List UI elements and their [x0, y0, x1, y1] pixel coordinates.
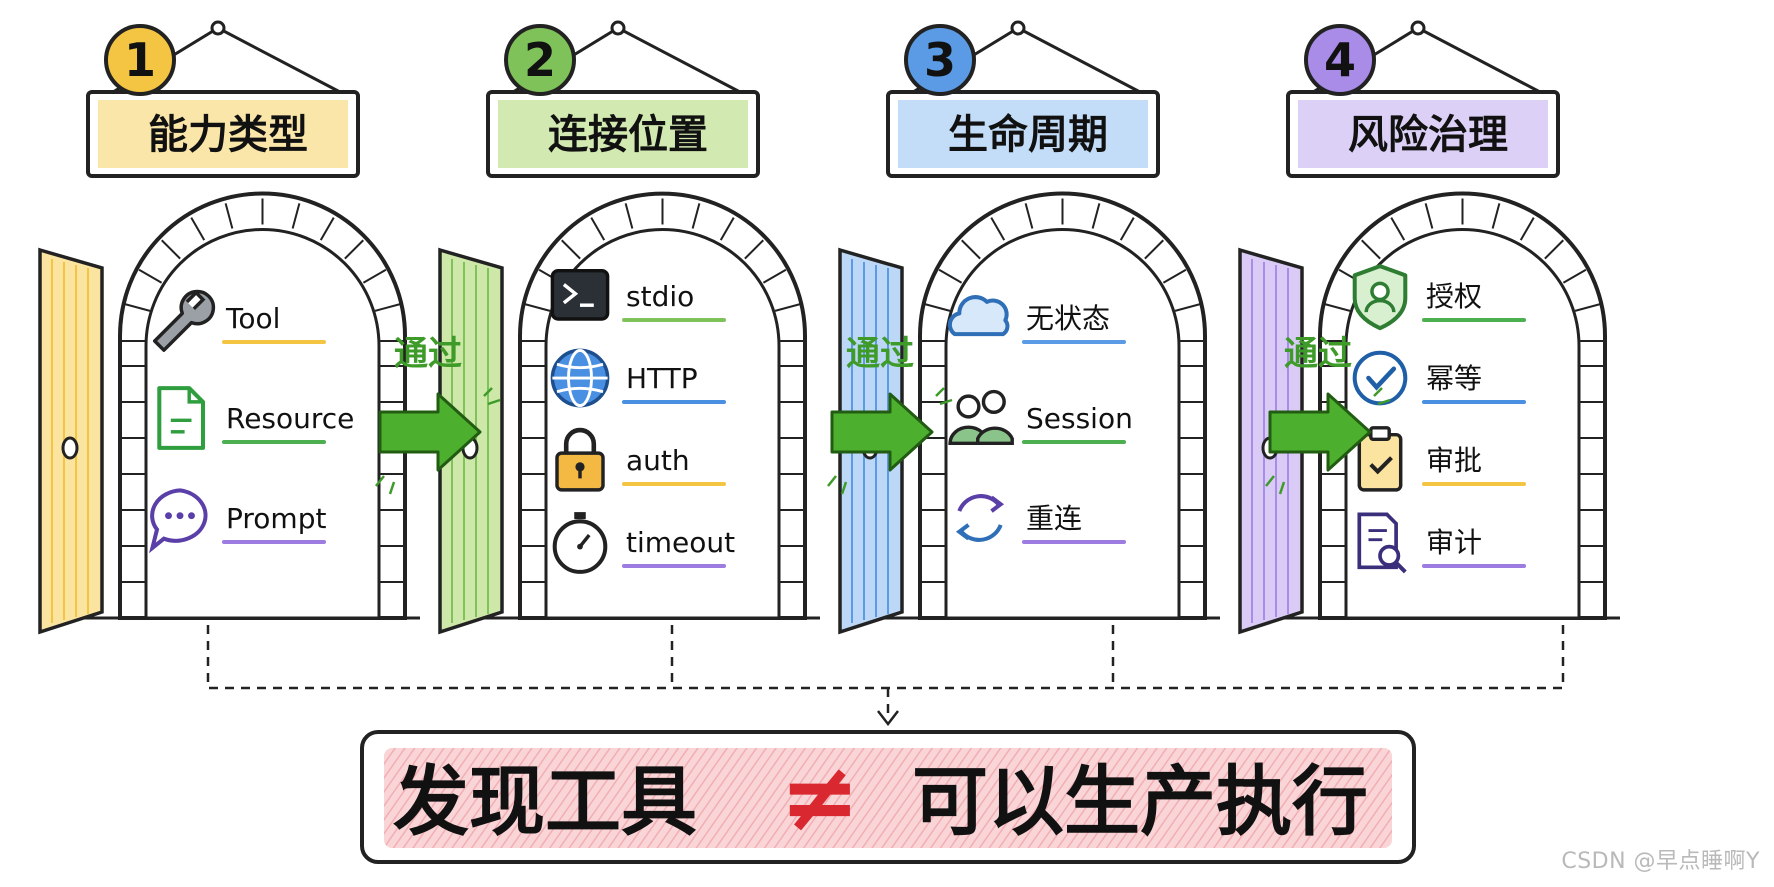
- stage-item-label: stdio: [626, 280, 694, 313]
- connector-1: 通过: [375, 334, 501, 495]
- right-arrow-icon: [378, 392, 482, 472]
- stage-item: 审计: [1357, 512, 1526, 574]
- shield-user-icon: [1352, 264, 1408, 331]
- stage-item: timeout: [552, 512, 735, 574]
- stage-title: 连接位置: [548, 112, 708, 158]
- stage-item: Resource: [157, 386, 354, 450]
- connector-label: 通过: [1284, 334, 1352, 374]
- connector-label: 通过: [846, 334, 914, 374]
- refresh-icon: [955, 494, 1005, 542]
- connector-label: 通过: [394, 334, 462, 374]
- stage-3: 生命周期 3 无状态 Session 重连: [838, 20, 1220, 635]
- clipboard-check-icon: [1357, 426, 1403, 492]
- cloud-icon: [947, 295, 1010, 337]
- stage-item-label: HTTP: [626, 362, 698, 395]
- stage-item: 授权: [1352, 264, 1526, 331]
- stage-item: 无状态: [947, 295, 1126, 344]
- connector-2: 通过: [827, 334, 953, 495]
- stage-item-label: Tool: [225, 302, 280, 335]
- stage-number: 2: [524, 33, 556, 87]
- conclusion-right-text: 可以生产执行: [912, 757, 1368, 846]
- stage-item-label: 无状态: [1026, 302, 1110, 335]
- lock-icon: [555, 427, 605, 492]
- stage-item-label: Resource: [226, 402, 354, 435]
- stage-item: auth: [555, 427, 726, 492]
- document-search-icon: [1357, 512, 1407, 574]
- stage-item-label: 授权: [1426, 280, 1482, 313]
- stage-item: HTTP: [550, 348, 726, 408]
- stage-item-label: 幂等: [1426, 362, 1482, 395]
- document-icon: [157, 386, 206, 450]
- stage-title-sign: 能力类型: [86, 90, 360, 178]
- stage-item: 审批: [1357, 426, 1526, 492]
- stage-title: 风险治理: [1348, 112, 1508, 158]
- stage-number: 4: [1324, 33, 1356, 87]
- dashed-bracket: [206, 625, 1565, 720]
- stage-item-label: 重连: [1026, 502, 1082, 535]
- stage-number-badge: 1: [104, 24, 176, 96]
- stage-item: Prompt: [149, 488, 326, 554]
- stage-title: 生命周期: [948, 112, 1108, 158]
- stage-item: stdio: [550, 268, 726, 322]
- conclusion-banner: 发现工具 ≠ 可以生产执行: [360, 730, 1416, 864]
- stage-title: 能力类型: [148, 112, 308, 158]
- users-icon: [948, 389, 1014, 446]
- globe-icon: [550, 348, 610, 408]
- stage-number-badge: 2: [504, 24, 576, 96]
- stage-item: Tool: [152, 289, 326, 352]
- stage-item-label: timeout: [626, 526, 735, 559]
- stage-item: 重连: [955, 494, 1126, 544]
- stage-item-label: 审批: [1426, 444, 1482, 477]
- stage-title-sign: 风险治理: [1286, 90, 1560, 178]
- watermark: CSDN @早点睡啊Y: [1561, 849, 1760, 874]
- chat-bubble-icon: [149, 488, 208, 554]
- check-circle-icon: [1352, 350, 1408, 406]
- stage-item: 幂等: [1352, 350, 1526, 406]
- door-knob-icon: [61, 436, 79, 460]
- stage-item-label: Session: [1026, 402, 1133, 435]
- conclusion-left-text: 发现工具: [393, 757, 697, 846]
- stage-number: 1: [124, 33, 156, 87]
- doorway-arch: [1250, 191, 1620, 620]
- right-arrow-icon: [830, 392, 934, 472]
- right-arrow-icon: [1268, 392, 1372, 472]
- bracket-arrowhead: [877, 710, 899, 727]
- terminal-icon: [550, 268, 610, 321]
- stage-item: Session: [948, 389, 1133, 446]
- stage-number: 3: [924, 33, 956, 87]
- stopwatch-icon: [552, 512, 608, 574]
- open-door: [38, 247, 104, 635]
- stage-number-badge: 3: [904, 24, 976, 96]
- wrench-icon: [152, 289, 216, 352]
- stage-item-label: auth: [626, 444, 690, 477]
- stage-title-sign: 生命周期: [886, 90, 1160, 178]
- stage-number-badge: 4: [1304, 24, 1376, 96]
- stage-title-sign: 连接位置: [486, 90, 760, 178]
- stage-item-label: 审计: [1426, 526, 1482, 559]
- stage-item-label: Prompt: [226, 502, 326, 535]
- connector-3: 通过: [1265, 334, 1391, 495]
- not-equal-symbol: ≠: [780, 741, 860, 853]
